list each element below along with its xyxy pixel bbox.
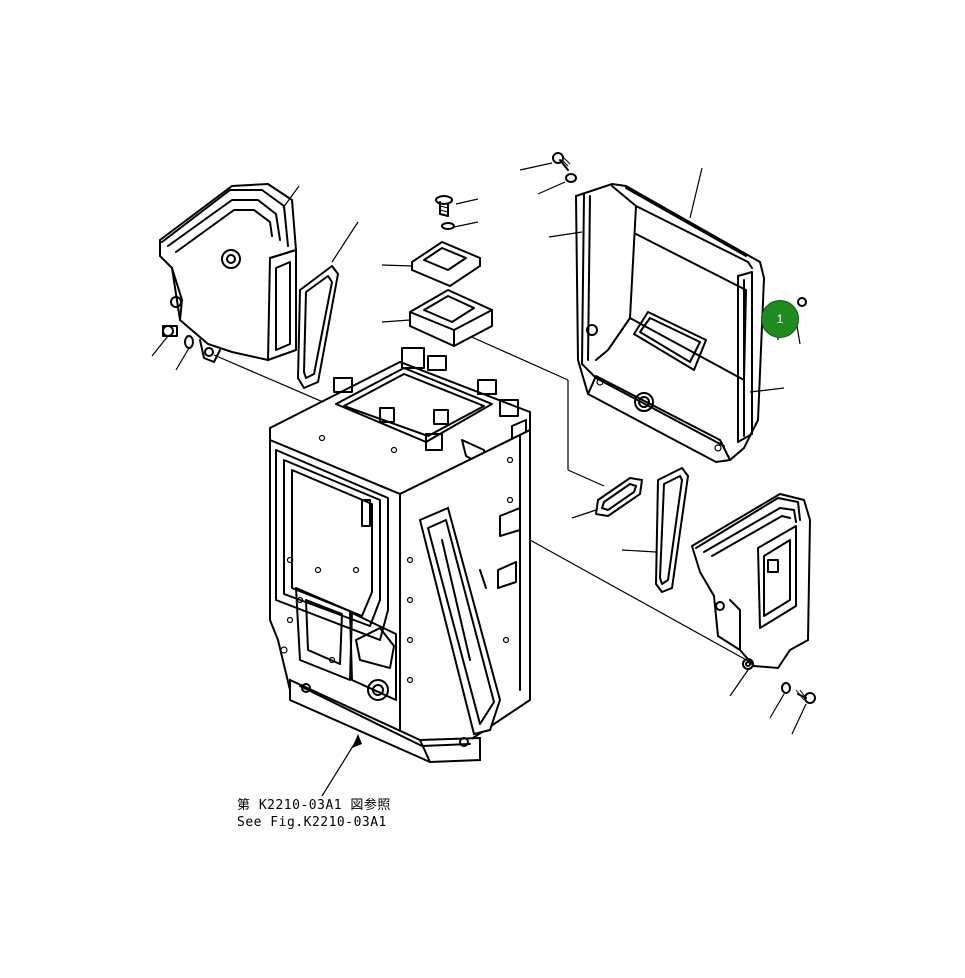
caption-english: See Fig.K2210-03A1 bbox=[237, 815, 387, 830]
part-callout-1[interactable]: 1 bbox=[761, 300, 799, 338]
leader-left-cover bbox=[282, 185, 300, 209]
right-top-bolts bbox=[519, 152, 577, 195]
top-pad-upper bbox=[381, 240, 481, 288]
see-figure-arrow bbox=[321, 734, 362, 797]
callout-label: 1 bbox=[776, 312, 784, 326]
left-bolts bbox=[151, 325, 194, 371]
left-duct-seal bbox=[297, 221, 359, 389]
see-figure-caption: 第 K2210-03A1 図参照 See Fig.K2210-03A1 bbox=[237, 797, 391, 831]
right-duct-seal bbox=[621, 467, 689, 593]
leader-right-cover-bottom bbox=[749, 387, 785, 393]
caption-japanese: 第 K2210-03A1 図参照 bbox=[237, 798, 391, 813]
right-rear-cover bbox=[574, 182, 766, 464]
left-duct-cover bbox=[159, 182, 298, 363]
leader-right-cover-top bbox=[689, 167, 703, 219]
top-pad-lower bbox=[381, 288, 493, 348]
right-bottom-bolts bbox=[729, 669, 816, 735]
right-duct-cover bbox=[690, 492, 812, 670]
top-screw bbox=[435, 195, 479, 230]
assembly-lines bbox=[213, 319, 751, 663]
right-grille-seal bbox=[571, 477, 643, 519]
leader-right-cover-left bbox=[548, 231, 583, 238]
main-cab-frame bbox=[269, 347, 531, 764]
